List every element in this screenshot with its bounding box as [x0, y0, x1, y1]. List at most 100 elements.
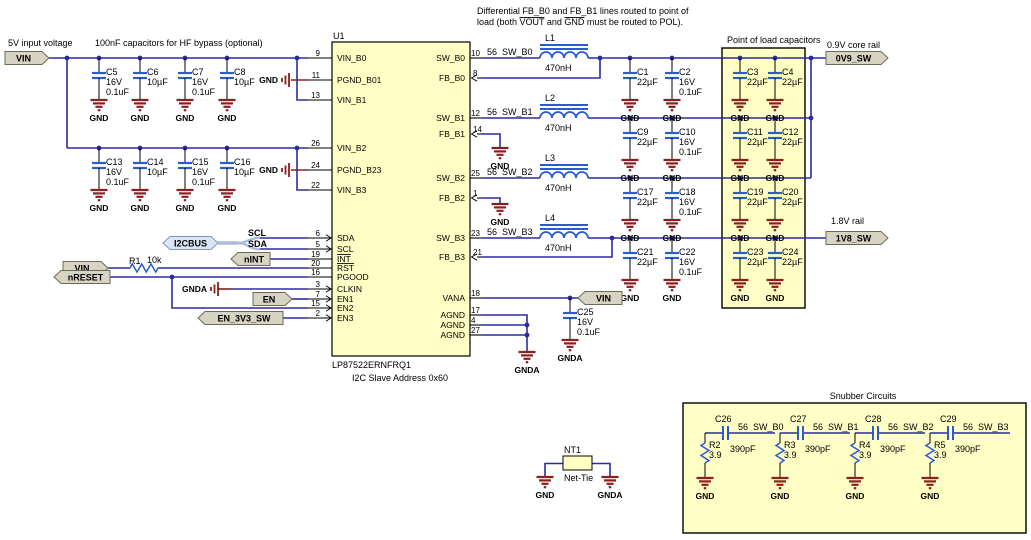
cap-value: 0.1uF — [577, 327, 601, 337]
wire — [296, 148, 308, 191]
net-label: 56 SW_B3 — [487, 227, 533, 237]
cap-value: 390pF — [730, 444, 756, 454]
tag-label-nint: nINT — [244, 255, 264, 265]
resistor-icon — [849, 442, 861, 464]
power-port-label: GNDA — [182, 284, 207, 294]
pin-arrow-icon — [470, 194, 478, 202]
cap-value: 0.1uF — [679, 87, 703, 97]
pin-name: SW_B0 — [436, 53, 465, 63]
cap-value: 16V — [577, 317, 593, 327]
inductor-ref: L1 — [545, 33, 555, 43]
inductor-ref: L4 — [545, 213, 555, 223]
r1-value: 10k — [147, 255, 162, 265]
cap-value: 16V — [192, 77, 208, 87]
inductor-coil-icon — [539, 231, 589, 239]
pin-number: 1 — [473, 189, 478, 198]
cap-value: 22µF — [747, 197, 768, 207]
pin-number: 15 — [311, 299, 320, 308]
cap-ref: C26 — [715, 414, 732, 424]
wire — [592, 462, 611, 477]
resistor-icon — [774, 442, 786, 464]
pin-arrow-icon — [325, 314, 332, 322]
pin-number: 20 — [311, 259, 320, 268]
res-value: 3.9 — [784, 450, 797, 460]
junction-dot — [524, 332, 530, 338]
net-label: 56 SW_B2 — [487, 167, 533, 177]
note-bypass: 100nF capacitors for HF bypass (optional… — [95, 38, 263, 48]
bus-entry — [237, 241, 261, 251]
gnd-label: GND — [621, 293, 640, 303]
cap-ref: C4 — [782, 67, 794, 77]
cap-value: 16V — [679, 197, 695, 207]
junction-dot — [524, 322, 530, 328]
cap-ref: C19 — [747, 187, 764, 197]
cap-value: 22µF — [782, 197, 803, 207]
pin-name: VIN_B3 — [337, 185, 367, 195]
gnd-label: GND — [491, 217, 510, 227]
cap-ref: C15 — [192, 157, 209, 167]
pin-number: 17 — [471, 306, 480, 315]
res-value: 3.9 — [859, 450, 872, 460]
note-diff-line2: load (both VOUT and GND must be routed t… — [477, 17, 683, 27]
tag-label-en-3v3-sw: EN_3V3_SW — [217, 314, 271, 324]
tag-label-vin-input: VIN — [16, 54, 31, 64]
power-port-label: GND — [259, 75, 278, 85]
pin-arrow-icon — [325, 285, 332, 293]
pin-name: PGOOD — [337, 272, 369, 282]
cap-ref: C6 — [147, 67, 159, 77]
pin-number: 22 — [311, 181, 320, 190]
pin-name: SW_B2 — [436, 173, 465, 183]
cap-value: 16V — [106, 77, 122, 87]
inductor-value: 470nH — [545, 183, 572, 193]
gnd-label: GND — [766, 293, 785, 303]
note-seg: GND — [564, 17, 585, 27]
cap-ref: C18 — [679, 187, 696, 197]
cap-ref: C17 — [637, 187, 654, 197]
cap-value: 10µF — [234, 77, 255, 87]
pin-number: 24 — [311, 161, 320, 170]
note-diff-line1: Differential FB_B0 and FB_B1 lines route… — [477, 6, 689, 16]
cap-value: 10µF — [147, 77, 168, 87]
pin-arrow-icon — [325, 245, 332, 253]
cap-ref: C3 — [747, 67, 759, 77]
pin-name: FB_B3 — [439, 252, 465, 262]
power-tag-nint — [230, 252, 271, 266]
pin-number: 9 — [316, 49, 321, 58]
net-label: 56 SW_B0 — [738, 422, 784, 432]
cap-value: 390pF — [880, 444, 906, 454]
pin-arrow-icon — [470, 74, 478, 82]
cap-ref: C27 — [790, 414, 807, 424]
power-tag-en-3v3-sw — [197, 311, 284, 325]
wire — [482, 133, 501, 148]
pin-number: 26 — [311, 139, 320, 148]
pin-number: 5 — [316, 240, 321, 249]
pin-name: FB_B2 — [439, 193, 465, 203]
pin-number: 23 — [471, 229, 480, 238]
cap-ref: C29 — [940, 414, 957, 424]
net-label: 56 SW_B3 — [963, 422, 1009, 432]
chip-part-number: LP87522ERNFRQ1 — [332, 360, 411, 370]
pin-name: PGND_B01 — [337, 75, 382, 85]
cap-value: 22µF — [637, 197, 658, 207]
cap-value: 0.1uF — [679, 147, 703, 157]
pin-name: FB_B1 — [439, 129, 465, 139]
pin-name: AGND — [440, 330, 465, 340]
gnd-label: GND — [771, 491, 790, 501]
cap-ref: C14 — [147, 157, 164, 167]
cap-value: 390pF — [955, 444, 981, 454]
snubber-title: Snubber Circuits — [830, 391, 897, 401]
resistor-icon — [129, 262, 159, 274]
gnd-label: GND — [176, 113, 195, 123]
cap-ref: C2 — [679, 67, 691, 77]
cap-value: 22µF — [782, 137, 803, 147]
cap-ref: C28 — [865, 414, 882, 424]
pin-number: 27 — [471, 326, 480, 335]
gnd-label: GND — [131, 203, 150, 213]
junction-dot — [808, 55, 814, 61]
pin-name: VIN_B0 — [337, 53, 367, 63]
pin-name: EN2 — [337, 303, 354, 313]
net-tie-body — [562, 455, 593, 471]
power-tag-vin-input — [4, 51, 50, 65]
cap-ref: C23 — [747, 247, 764, 257]
pin-arrow-icon — [325, 295, 332, 303]
